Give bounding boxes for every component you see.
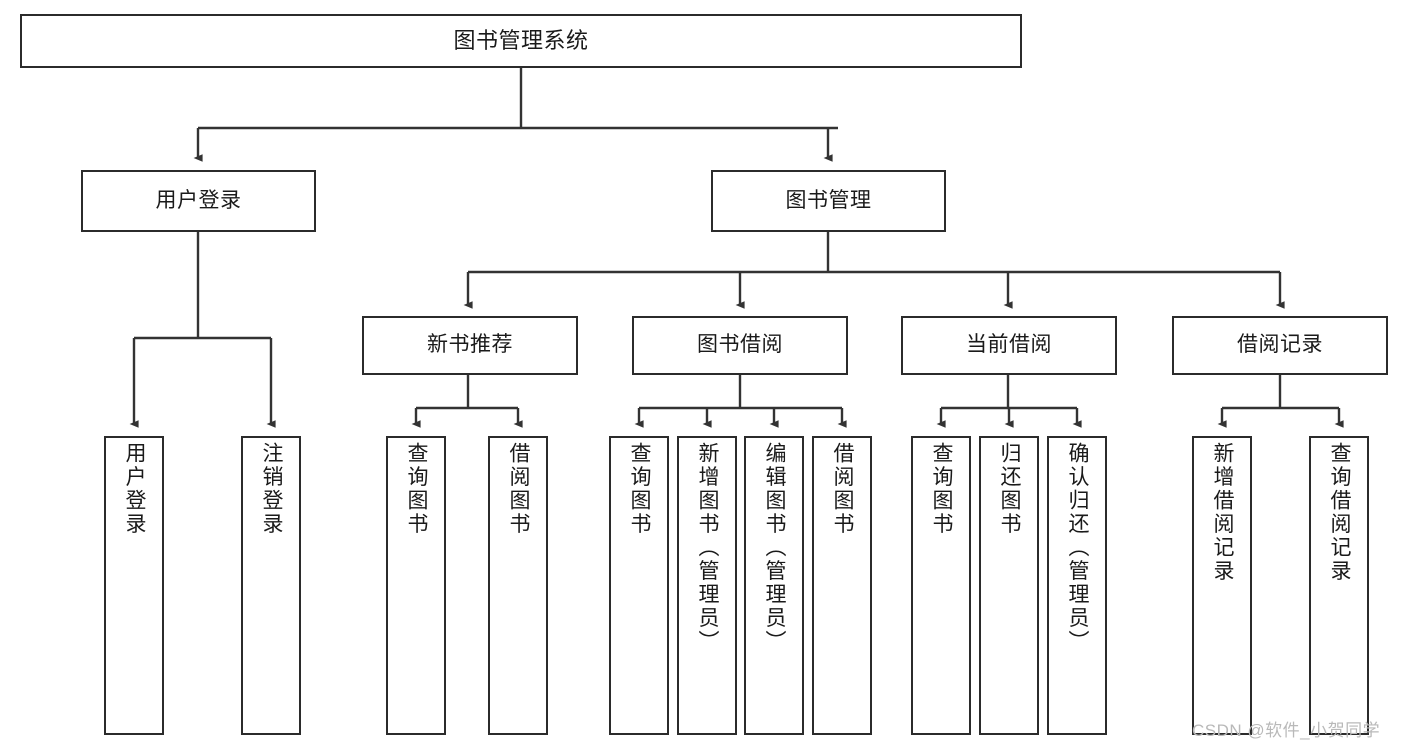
node-book-borrowing[interactable]: 图书借阅 xyxy=(632,316,848,375)
node-label: 图书管理系统 xyxy=(453,28,589,54)
node-label: 归还图书 xyxy=(998,442,1022,536)
leaf-logout[interactable]: 注销登录 xyxy=(241,436,301,735)
node-label: 借阅图书 xyxy=(507,442,531,536)
node-label: 查询图书 xyxy=(405,442,429,536)
leaf-user-login[interactable]: 用户登录 xyxy=(104,436,164,735)
node-label: 编辑图书（管理员） xyxy=(763,442,787,654)
node-book-management[interactable]: 图书管理 xyxy=(711,170,946,232)
node-label: 借阅记录 xyxy=(1237,333,1323,357)
node-label: 用户登录 xyxy=(123,442,147,536)
node-new-book-recommendation[interactable]: 新书推荐 xyxy=(362,316,578,375)
node-root-book-management-system[interactable]: 图书管理系统 xyxy=(20,14,1022,68)
node-label: 确认归还（管理员） xyxy=(1066,442,1090,654)
node-current-borrowing[interactable]: 当前借阅 xyxy=(901,316,1117,375)
leaf-query-books-recommendation[interactable]: 查询图书 xyxy=(386,436,446,735)
leaf-query-books-current[interactable]: 查询图书 xyxy=(911,436,971,735)
node-label: 用户登录 xyxy=(155,188,242,212)
leaf-query-borrow-record[interactable]: 查询借阅记录 xyxy=(1309,436,1369,735)
node-label: 查询借阅记录 xyxy=(1328,442,1352,583)
leaf-query-books-borrowing[interactable]: 查询图书 xyxy=(609,436,669,735)
node-label: 新书推荐 xyxy=(427,333,513,357)
node-label: 查询图书 xyxy=(930,442,954,536)
node-borrow-records[interactable]: 借阅记录 xyxy=(1172,316,1388,375)
node-label: 图书借阅 xyxy=(697,333,783,357)
leaf-borrow-books-borrowing[interactable]: 借阅图书 xyxy=(812,436,872,735)
node-label: 查询图书 xyxy=(628,442,652,536)
leaf-borrow-books-recommendation[interactable]: 借阅图书 xyxy=(488,436,548,735)
node-label: 注销登录 xyxy=(260,442,284,536)
node-label: 新增借阅记录 xyxy=(1211,442,1235,583)
node-label: 图书管理 xyxy=(785,188,872,212)
leaf-edit-book-admin[interactable]: 编辑图书（管理员） xyxy=(744,436,804,735)
node-label: 当前借阅 xyxy=(966,333,1052,357)
node-user-login[interactable]: 用户登录 xyxy=(81,170,316,232)
leaf-confirm-return-admin[interactable]: 确认归还（管理员） xyxy=(1047,436,1107,735)
leaf-return-books[interactable]: 归还图书 xyxy=(979,436,1039,735)
node-label: 借阅图书 xyxy=(831,442,855,536)
leaf-add-book-admin[interactable]: 新增图书（管理员） xyxy=(677,436,737,735)
node-label: 新增图书（管理员） xyxy=(696,442,720,654)
leaf-add-borrow-record[interactable]: 新增借阅记录 xyxy=(1192,436,1252,735)
